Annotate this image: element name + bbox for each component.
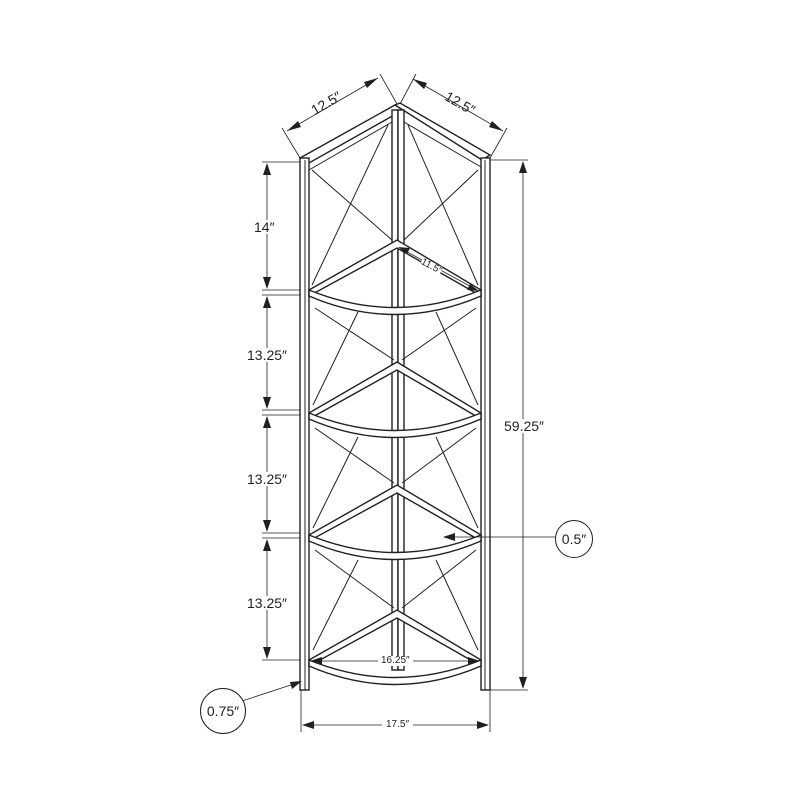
section-height-dimensions [262,161,300,661]
leg-thickness-leader [241,681,302,702]
shelf-frame [298,102,492,691]
cross-braces [311,124,479,651]
section-3-height-label: 13.25″ [247,471,287,487]
section-4-height-label: 13.25″ [247,595,287,611]
shelf-thickness-callout: 0.5″ [555,520,593,558]
shelf-thickness-leader [443,533,555,541]
leg-thickness-callout: 0.75″ [200,688,246,734]
section-2-height-label: 13.25″ [247,347,287,363]
overall-width-label: 17.5″ [382,720,414,730]
top-section-height-label: 14″ [254,219,275,235]
shelves [308,239,482,686]
shelf-thickness-label: 0.5″ [561,531,587,547]
total-height-label: 59.25″ [504,418,544,434]
leg-thickness-label: 0.75″ [206,703,240,719]
bottom-shelf-width-label: 16.25″ [378,656,413,666]
depth-dimension-lines [281,73,508,159]
